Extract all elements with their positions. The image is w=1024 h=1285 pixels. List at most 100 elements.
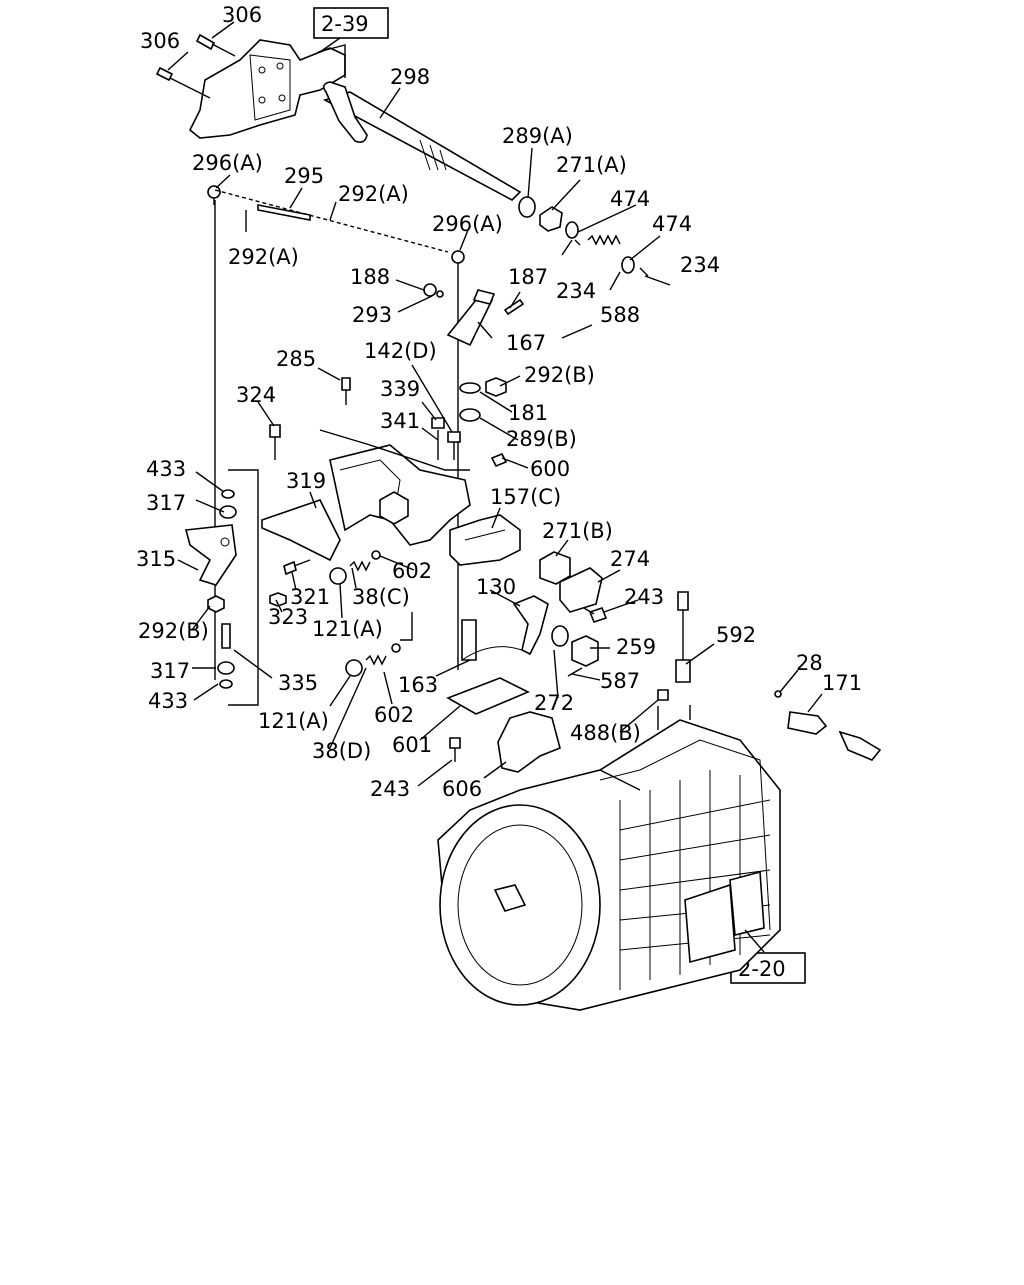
callout-121A: 121(A) (312, 617, 383, 641)
bracket-319 (261, 499, 341, 562)
top-housing (188, 39, 346, 139)
callout-labels: 306 306 298 289(A) 271(A) 474 474 234 23… (136, 3, 862, 801)
reference-box-2-39 (313, 7, 389, 39)
spring-38D (365, 654, 387, 666)
callout-602: 602 (374, 703, 414, 727)
bolt-243 (583, 607, 608, 623)
callout-38D: 38(D) (312, 739, 371, 763)
callout-296A: 296(A) (192, 151, 263, 175)
bush-271A (539, 206, 563, 232)
switch-171 (787, 711, 882, 761)
callout-157C: 157(C) (490, 485, 561, 509)
callout-187: 187 (508, 265, 548, 289)
callout-171: 171 (822, 671, 862, 695)
shift-tower-assembly (319, 429, 471, 546)
ball-602 (371, 550, 401, 653)
bolt-142D (447, 431, 461, 460)
callout-339: 339 (380, 377, 420, 401)
shaft-298 (322, 81, 522, 201)
callout-588: 588 (600, 303, 640, 327)
callout-319: 319 (286, 469, 326, 493)
callout-181: 181 (508, 401, 548, 425)
callout-271B: 271(B) (542, 519, 613, 543)
group-bracket (228, 469, 259, 706)
nut-292B (485, 377, 507, 397)
callout-306: 306 (140, 29, 180, 53)
callout-488B: 488(B) (570, 721, 641, 745)
shaft-163 (461, 619, 523, 661)
callout-601: 601 (392, 733, 432, 757)
pin-587 (567, 667, 583, 677)
callout-234: 234 (680, 253, 720, 277)
callout-292B: 292(B) (138, 619, 209, 643)
callout-292A: 292(A) (338, 182, 409, 206)
callout-121A: 121(A) (258, 709, 329, 733)
nut-339 (431, 417, 445, 429)
callout-285: 285 (276, 347, 316, 371)
rod-295 (257, 204, 311, 221)
cover-601 (446, 677, 530, 715)
callout-38C: 38(C) (352, 585, 410, 609)
leader-lines (167, 21, 823, 953)
plug-488B (657, 689, 669, 701)
washer-181 (459, 382, 481, 394)
callout-28: 28 (796, 651, 823, 675)
clip-234 (561, 239, 671, 291)
housing-157C (449, 514, 521, 566)
callout-295: 295 (284, 164, 324, 188)
callout-234: 234 (556, 279, 596, 303)
callout-315: 315 (136, 547, 176, 571)
callout-188: 188 (350, 265, 390, 289)
callout-298: 298 (390, 65, 430, 89)
assembly-line (214, 189, 449, 253)
oring-433 (219, 489, 235, 689)
callout-474: 474 (652, 212, 692, 236)
nut-188-293 (423, 283, 444, 298)
callout-433: 433 (148, 689, 188, 713)
callout-292B: 292(B) (524, 363, 595, 387)
lever-167 (446, 289, 496, 347)
spring-588 (587, 234, 621, 246)
callout-433: 433 (146, 457, 186, 481)
washer-28 (774, 690, 782, 698)
cover-274 (559, 567, 603, 613)
assembly-line (400, 612, 413, 641)
bushing-317 (217, 505, 237, 675)
bush-259 (571, 635, 599, 667)
seal-289B (459, 408, 481, 422)
callout-130: 130 (476, 575, 516, 599)
callout-600: 600 (530, 457, 570, 481)
callout-289A: 289(A) (502, 124, 573, 148)
callout-272: 272 (534, 691, 574, 715)
callout-289B: 289(B) (506, 427, 577, 451)
callout-317: 317 (146, 491, 186, 515)
callout-163: 163 (398, 673, 438, 697)
plug-121A (329, 567, 363, 677)
bolt-306 (155, 33, 236, 99)
callout-317: 317 (150, 659, 190, 683)
pin-187 (503, 298, 525, 316)
bolt-285 (341, 377, 351, 405)
nut-292B-left (207, 595, 225, 613)
spring-38C (349, 560, 371, 572)
bolt-324 (269, 424, 281, 460)
callout-167: 167 (506, 331, 546, 355)
bracket-606 (497, 711, 561, 773)
callout-292A: 292(A) (228, 245, 299, 269)
transmission-case (437, 719, 781, 1011)
callout-306: 306 (222, 3, 262, 27)
pin-335 (221, 623, 231, 649)
callout-602: 602 (392, 559, 432, 583)
callout-296A: 296(A) (432, 212, 503, 236)
seal-289A (518, 196, 536, 218)
sensor-592 (675, 591, 691, 683)
callout-323: 323 (268, 605, 308, 629)
bush-271B (539, 551, 571, 585)
callout-271A: 271(A) (556, 153, 627, 177)
ball-joint-296A (207, 185, 465, 275)
callout-592: 592 (716, 623, 756, 647)
bolt-600 (490, 452, 508, 468)
callout-259: 259 (616, 635, 656, 659)
callout-335: 335 (278, 671, 318, 695)
